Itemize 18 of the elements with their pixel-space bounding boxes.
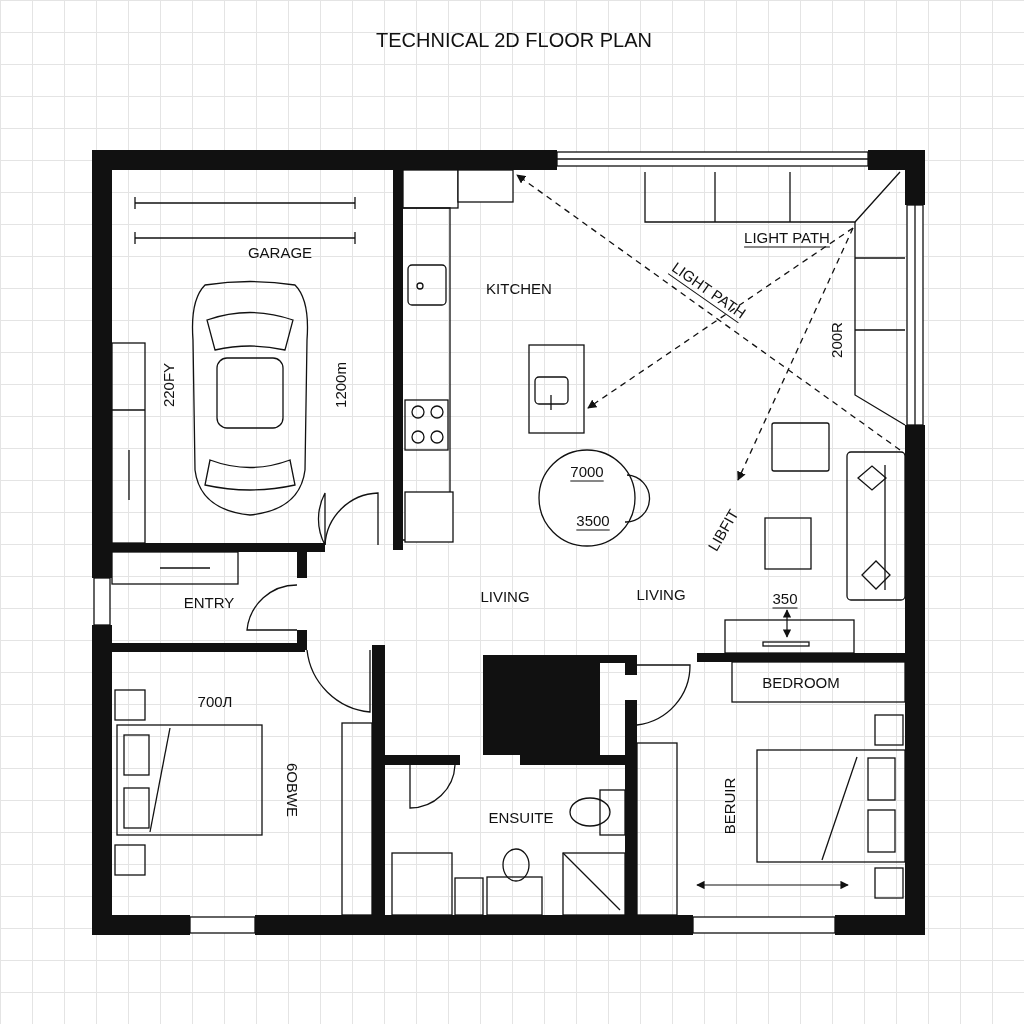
room-label: GARAGE xyxy=(247,244,313,260)
dimension-label: 3500 xyxy=(576,512,610,528)
room-label: 6OBWE xyxy=(284,762,300,818)
room-label: BERUIR xyxy=(721,777,737,835)
dimension-label: 220FY xyxy=(160,362,176,408)
room-label: KITCHEN xyxy=(486,280,552,296)
room-label: LIVING xyxy=(636,586,686,602)
dimension-label: 700Л xyxy=(197,693,233,709)
room-label: LIVING xyxy=(480,588,530,604)
dimension-label: 350 xyxy=(772,590,798,606)
room-label: BEDROOM xyxy=(762,674,840,690)
annotation-label: LIGHT PATH xyxy=(744,229,830,245)
room-label: ENSUITE xyxy=(488,809,554,825)
dimension-label: 200R xyxy=(828,322,844,358)
plan-title: TECHNICAL 2D FLOOR PLAN xyxy=(376,30,652,50)
room-label: ENTRY xyxy=(183,594,235,610)
dimension-label: 1200m xyxy=(332,362,348,408)
dimension-label: 7000 xyxy=(570,463,604,479)
